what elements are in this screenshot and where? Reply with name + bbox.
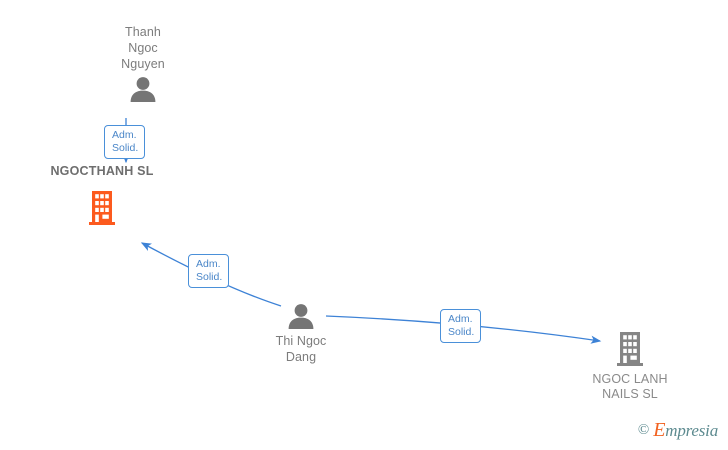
node-label-ngocthanh-sl: NGOCTHANH SL: [50, 164, 154, 178]
person-icon-wrap: [93, 76, 193, 102]
edge-badge-adm-solid-1[interactable]: Adm. Solid.: [104, 125, 146, 159]
person-icon: [288, 304, 314, 329]
node-label-thanh-ngoc-nguyen: Thanh Ngoc Nguyen: [121, 25, 165, 71]
person-icon-wrap-2: [251, 303, 351, 329]
building-icon: [617, 332, 643, 366]
building-icon: [89, 191, 115, 225]
edge-badge-adm-solid-3[interactable]: Adm. Solid.: [440, 309, 482, 343]
building-icon-wrap: [570, 332, 690, 366]
copyright-symbol: ©: [637, 422, 650, 438]
brand-name: Empresia: [653, 419, 718, 442]
edge-badge-adm-solid-2[interactable]: Adm. Solid.: [188, 254, 230, 288]
brand-rest: mpresia: [665, 421, 718, 440]
building-icon-wrap-focus: [42, 191, 162, 225]
node-thanh-ngoc-nguyen[interactable]: Thanh Ngoc Nguyen: [93, 24, 193, 102]
node-label-thi-ngoc-dang: Thi Ngoc Dang: [275, 334, 327, 364]
watermark-empresia: © Empresia: [638, 419, 718, 442]
node-label-ngoc-lanh-nails-sl: NGOC LANH NAILS SL: [592, 372, 668, 401]
node-ngoc-lanh-nails-sl[interactable]: NGOC LANH NAILS SL: [570, 332, 690, 402]
person-icon: [130, 77, 156, 102]
node-ngocthanh-sl[interactable]: NGOCTHANH SL: [42, 164, 162, 225]
brand-initial: E: [653, 419, 666, 441]
node-thi-ngoc-dang[interactable]: Thi Ngoc Dang: [251, 303, 351, 365]
